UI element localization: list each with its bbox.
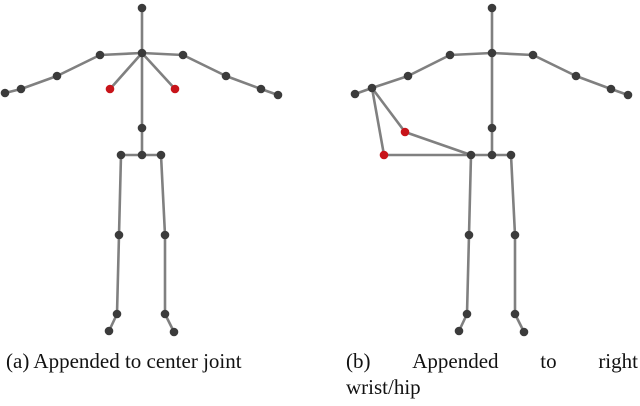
joint-l-hand [273, 90, 283, 100]
caption-panel-b-line1: (b) Appended to right [346, 348, 638, 374]
joint-r-wrist [367, 83, 377, 93]
joint-l-hip [506, 150, 516, 160]
bone-r_shoulder-r_elbow [406, 53, 452, 78]
bone-r_knee-r_ankle [115, 233, 121, 316]
bone-l_shoulder-l_elbow [181, 53, 228, 78]
joint-r-knee [464, 230, 474, 240]
caption-panel-b-line2: wrist/hip [346, 375, 421, 399]
joint-l-hand [623, 90, 633, 100]
joint-r-hand [350, 89, 360, 99]
caption-b-word-2: Appended [412, 349, 499, 373]
joint-l-elbow [571, 71, 581, 81]
bone-r_hip-r_knee [117, 153, 123, 237]
bone-neck-l_shoulder [490, 51, 535, 57]
joint-r-wrist [16, 84, 26, 94]
caption-panel-b: (b) Appended to right wrist/hip [346, 348, 640, 400]
joint-spine [137, 123, 147, 133]
bone-l_hip-l_knee [509, 153, 517, 237]
bone-neck-l_shoulder [140, 51, 185, 57]
joint-l-knee [160, 230, 170, 240]
caption-b-word-4: right [598, 349, 638, 373]
bone-r_elbow-r_wrist [370, 74, 410, 90]
joint-head [137, 3, 147, 13]
joint-head [487, 3, 497, 13]
bone-r_hip-r_knee [467, 153, 473, 237]
bone-l_hip-l_knee [159, 153, 167, 237]
bone-neck-r_shoulder [448, 51, 494, 57]
joint-r-hand [0, 88, 10, 98]
joint-l-foot [169, 327, 179, 337]
bone-l_elbow-l_wrist [224, 74, 263, 91]
skeleton-panel-a [0, 3, 283, 337]
joint-r-hip [466, 150, 476, 160]
joint-l-hip [156, 150, 166, 160]
caption-b-word-3: to [540, 349, 557, 373]
bone-r_elbow-r_wrist [19, 74, 59, 91]
caption-panel-a: (a) Appended to center joint [6, 349, 242, 373]
joint-r-knee [114, 230, 124, 240]
bone-r_shoulder-r_elbow [55, 53, 102, 78]
appended-bone-wrist-2 [370, 86, 386, 157]
bone-r_knee-r_ankle [465, 233, 471, 316]
joint-l-elbow [221, 71, 231, 81]
appended-bone-1 [108, 51, 144, 91]
joint-l-knee [510, 230, 520, 240]
appended-joint-1 [400, 127, 410, 137]
appended-bone-wrist-1 [370, 86, 407, 134]
appended-joint-2 [379, 150, 389, 160]
joint-r-foot [104, 326, 114, 336]
joint-l-ankle [510, 309, 520, 319]
joint-r-elbow [403, 71, 413, 81]
joint-r-ankle [462, 309, 472, 319]
appended-joint-2 [170, 84, 180, 94]
joint-r-hip [116, 150, 126, 160]
joint-l-shoulder [178, 50, 188, 60]
joint-l-shoulder [528, 50, 538, 60]
joint-neck [487, 48, 497, 58]
bone-l_elbow-l_wrist [574, 74, 613, 91]
joint-pelvis [137, 150, 147, 160]
joint-l-foot [519, 327, 529, 337]
appended-joint-1 [105, 84, 115, 94]
joint-l-wrist [606, 84, 616, 94]
joint-pelvis [487, 150, 497, 160]
appended-bone-hip-1 [403, 130, 473, 157]
joint-spine [487, 123, 497, 133]
caption-b-word-1: (b) [346, 349, 371, 373]
joint-l-wrist [256, 84, 266, 94]
joint-r-elbow [52, 71, 62, 81]
bone-l_shoulder-l_elbow [531, 53, 578, 78]
joint-r-shoulder [95, 50, 105, 60]
skeleton-figure [0, 3, 633, 337]
skeleton-panel-b [350, 3, 633, 337]
joint-r-ankle [112, 309, 122, 319]
joint-r-shoulder [445, 50, 455, 60]
joint-r-foot [454, 326, 464, 336]
joint-l-ankle [160, 309, 170, 319]
bone-neck-r_shoulder [98, 51, 144, 57]
joint-neck [137, 48, 147, 58]
appended-bone-2 [140, 51, 177, 91]
